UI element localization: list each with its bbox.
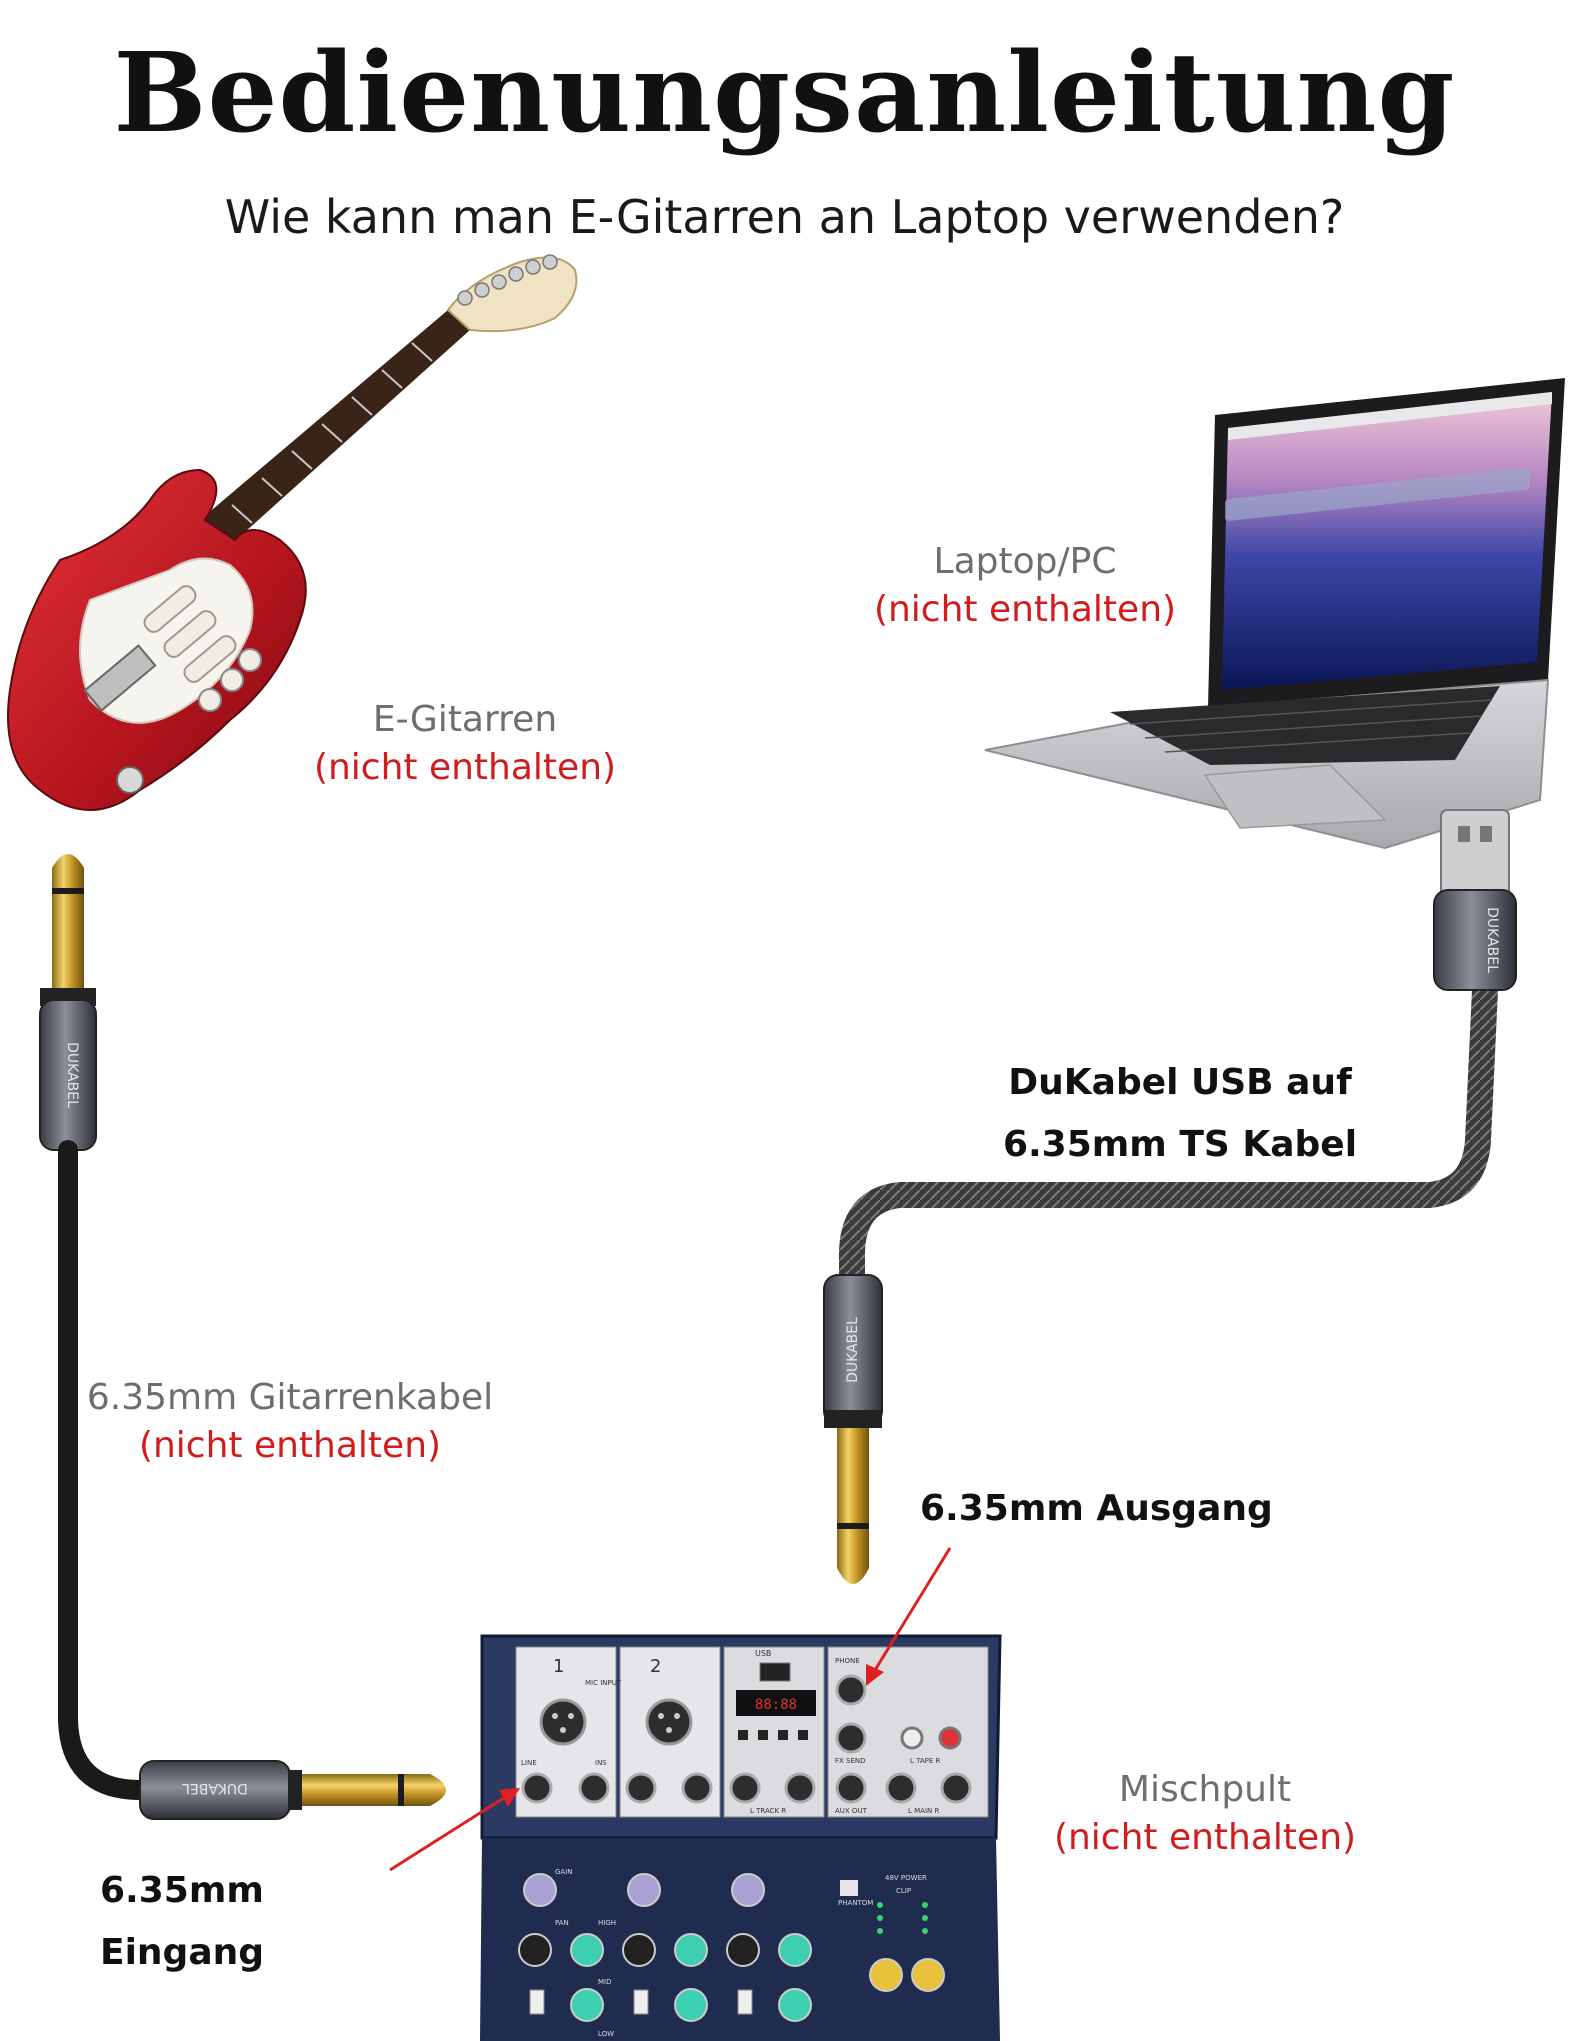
- mixer-illustration: 1 2 MIC INPUT LINE INS USB 88:88 PHONE F…: [480, 1634, 1002, 2041]
- mixer-pan-label: PAN: [555, 1919, 569, 1927]
- mixer-channel-2-label: 2: [650, 1656, 661, 1677]
- usb-cable-plug-brand-text: DUKABEL: [845, 1317, 861, 1383]
- laptop-label: Laptop/PC (nicht enthalten): [860, 538, 1190, 634]
- guitar-cable-label: 6.35mm Gitarrenkabel (nicht enthalten): [80, 1374, 500, 1470]
- guitar-name: E-Gitarren: [372, 699, 558, 740]
- mixer-phones-label: PHONE: [835, 1657, 860, 1665]
- mixer-channel-1-label: 1: [553, 1656, 564, 1677]
- mixer-name: Mischpult: [1118, 1769, 1292, 1810]
- usb-cable-line1: DuKabel USB auf: [1008, 1062, 1352, 1103]
- page-subtitle: Wie kann man E-Gitarren an Laptop verwen…: [224, 190, 1345, 244]
- usb-cable-line2: 6.35mm TS Kabel: [1002, 1124, 1358, 1165]
- mixer-main-label: L MAIN R: [908, 1807, 939, 1815]
- mixer-display: 88:88: [755, 1697, 797, 1713]
- mixer-mid-label: MID: [598, 1978, 612, 1986]
- mixer-note: (nicht enthalten): [1053, 1817, 1357, 1858]
- mixer-fx-send-label: FX SEND: [835, 1757, 866, 1765]
- mixer-mic-input-label: MIC INPUT: [585, 1679, 622, 1687]
- mixer-clip-label: CLIP: [896, 1887, 911, 1895]
- guitar-cable-illustration: DUKABEL DUKABEL: [39, 854, 446, 1820]
- mixer-aux-out-label: AUX OUT: [835, 1807, 868, 1815]
- usb-cable-label: DuKabel USB auf 6.35mm TS Kabel: [990, 1052, 1370, 1176]
- guitar-cable-bottom-brand-text: DUKABEL: [182, 1780, 248, 1796]
- mixer-high-label: HIGH: [598, 1919, 616, 1927]
- mixer-ins-label: INS: [595, 1759, 607, 1767]
- mixer-power-label: 48V POWER: [885, 1874, 927, 1882]
- mixer-usb-label: USB: [755, 1649, 771, 1658]
- mixer-label: Mischpult (nicht enthalten): [1030, 1766, 1380, 1862]
- output-callout-label: 6.35mm Ausgang: [920, 1488, 1273, 1529]
- mixer-line-label: LINE: [521, 1759, 537, 1767]
- guitar-cable-name: 6.35mm Gitarrenkabel: [86, 1377, 494, 1418]
- usb-brand-text: DUKABEL: [1484, 907, 1500, 973]
- mixer-gain-label: GAIN: [555, 1868, 573, 1876]
- laptop-name: Laptop/PC: [933, 541, 1117, 582]
- guitar-cable-top-brand-text: DUKABEL: [64, 1042, 80, 1108]
- guitar-illustration: [7, 254, 578, 811]
- usb-cable-illustration: DUKABEL DUKABEL: [823, 809, 1517, 1584]
- input-callout-label: 6.35mm Eingang: [100, 1870, 265, 1973]
- mixer-track-label: L TRACK R: [750, 1807, 786, 1815]
- guitar-cable-note: (nicht enthalten): [138, 1425, 442, 1466]
- page-title: Bedienungsanleitung: [113, 28, 1456, 157]
- mixer-low-label: LOW: [598, 2030, 614, 2038]
- callout-arrows: [389, 1547, 952, 1872]
- mixer-phantom-label: PHANTOM: [838, 1899, 873, 1907]
- laptop-illustration: [984, 378, 1565, 850]
- guitar-note: (nicht enthalten): [313, 747, 617, 788]
- guitar-label: E-Gitarren (nicht enthalten): [280, 696, 650, 792]
- mixer-tape-label: L TAPE R: [910, 1757, 941, 1765]
- laptop-note: (nicht enthalten): [873, 589, 1177, 630]
